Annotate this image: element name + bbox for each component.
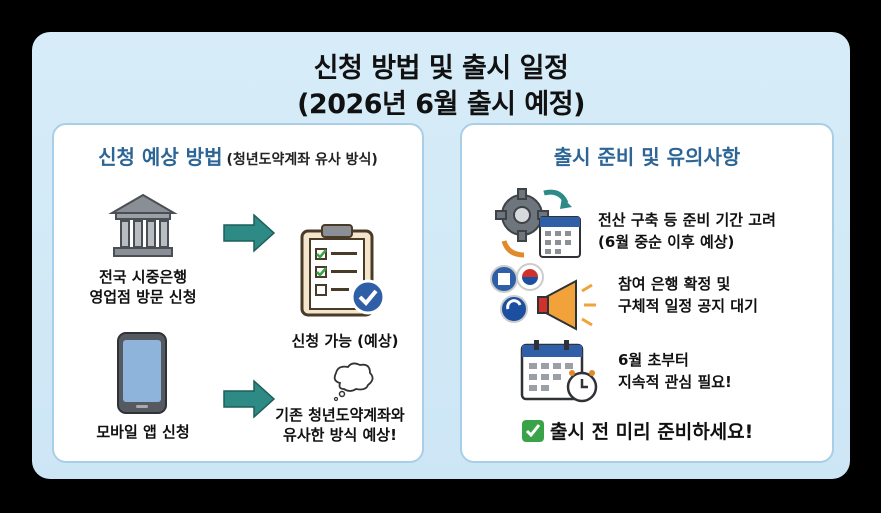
result-label: 신청 가능 (예상) xyxy=(291,332,399,350)
bank-label-line-1: 전국 시중은행 xyxy=(98,268,188,286)
calendar-clock-icon xyxy=(520,340,598,403)
item2-line-2: 구체적 일정 공지 대기 xyxy=(618,297,758,315)
left-panel-title: 신청 예상 방법 xyxy=(98,145,223,169)
banks-megaphone-icon xyxy=(490,263,596,331)
footer-line: 출시 전 미리 준비하세요! xyxy=(522,417,753,444)
launch-prep-panel: 출시 준비 및 유의사항 전산 구축 등 준비 기간 xyxy=(460,123,834,463)
clipboard-check-icon xyxy=(300,224,386,317)
item3-text: 6월 초부터 지속적 관심 필요! xyxy=(618,349,732,393)
bank-icon xyxy=(108,193,178,257)
arrow-right-icon xyxy=(223,379,276,419)
mobile-phone-icon xyxy=(117,332,167,414)
footer-text: 출시 전 미리 준비하세요! xyxy=(550,421,754,443)
note-label: 기존 청년도약계좌와 유사한 방식 예상! xyxy=(250,405,430,445)
thought-bubble-icon xyxy=(333,362,374,402)
left-panel-subtitle: (청년도약계좌 유사 방식) xyxy=(226,152,378,168)
info-card: 신청 방법 및 출시 일정 (2026년 6월 출시 예정) 신청 예상 방법(… xyxy=(32,32,850,479)
item1-line-2: (6월 중순 이후 예상) xyxy=(598,233,735,251)
item1-text: 전산 구축 등 준비 기간 고려 (6월 중순 이후 예상) xyxy=(598,209,776,253)
left-panel-header: 신청 예상 방법(청년도약계좌 유사 방식) xyxy=(54,141,422,170)
right-panel-header: 출시 준비 및 유의사항 xyxy=(462,141,832,170)
item1-line-1: 전산 구축 등 준비 기간 고려 xyxy=(598,211,776,229)
title-line-2: (2026년 6월 출시 예정) xyxy=(297,89,585,120)
item3-line-2: 지속적 관심 필요! xyxy=(618,373,732,391)
title-line-1: 신청 방법 및 출시 일정 xyxy=(313,53,569,84)
bank-label-line-2: 영업점 방문 신청 xyxy=(89,288,197,306)
item2-line-1: 참여 은행 확정 및 xyxy=(618,275,731,293)
mobile-label: 모바일 앱 신청 xyxy=(96,423,190,441)
check-mark-icon xyxy=(522,419,544,442)
right-panel-title: 출시 준비 및 유의사항 xyxy=(553,145,741,169)
arrow-right-icon xyxy=(223,213,276,253)
item3-line-1: 6월 초부터 xyxy=(618,351,689,369)
bank-label: 전국 시중은행 영업점 방문 신청 xyxy=(68,267,218,307)
application-method-panel: 신청 예상 방법(청년도약계좌 유사 방식) 전국 시중은행 영업점 방문 신청 xyxy=(52,123,424,463)
note-line-1: 기존 청년도약계좌와 xyxy=(275,406,405,424)
note-line-2: 유사한 방식 예상! xyxy=(283,426,397,444)
gear-calendar-icon xyxy=(495,188,581,258)
item2-text: 참여 은행 확정 및 구체적 일정 공지 대기 xyxy=(618,273,758,317)
